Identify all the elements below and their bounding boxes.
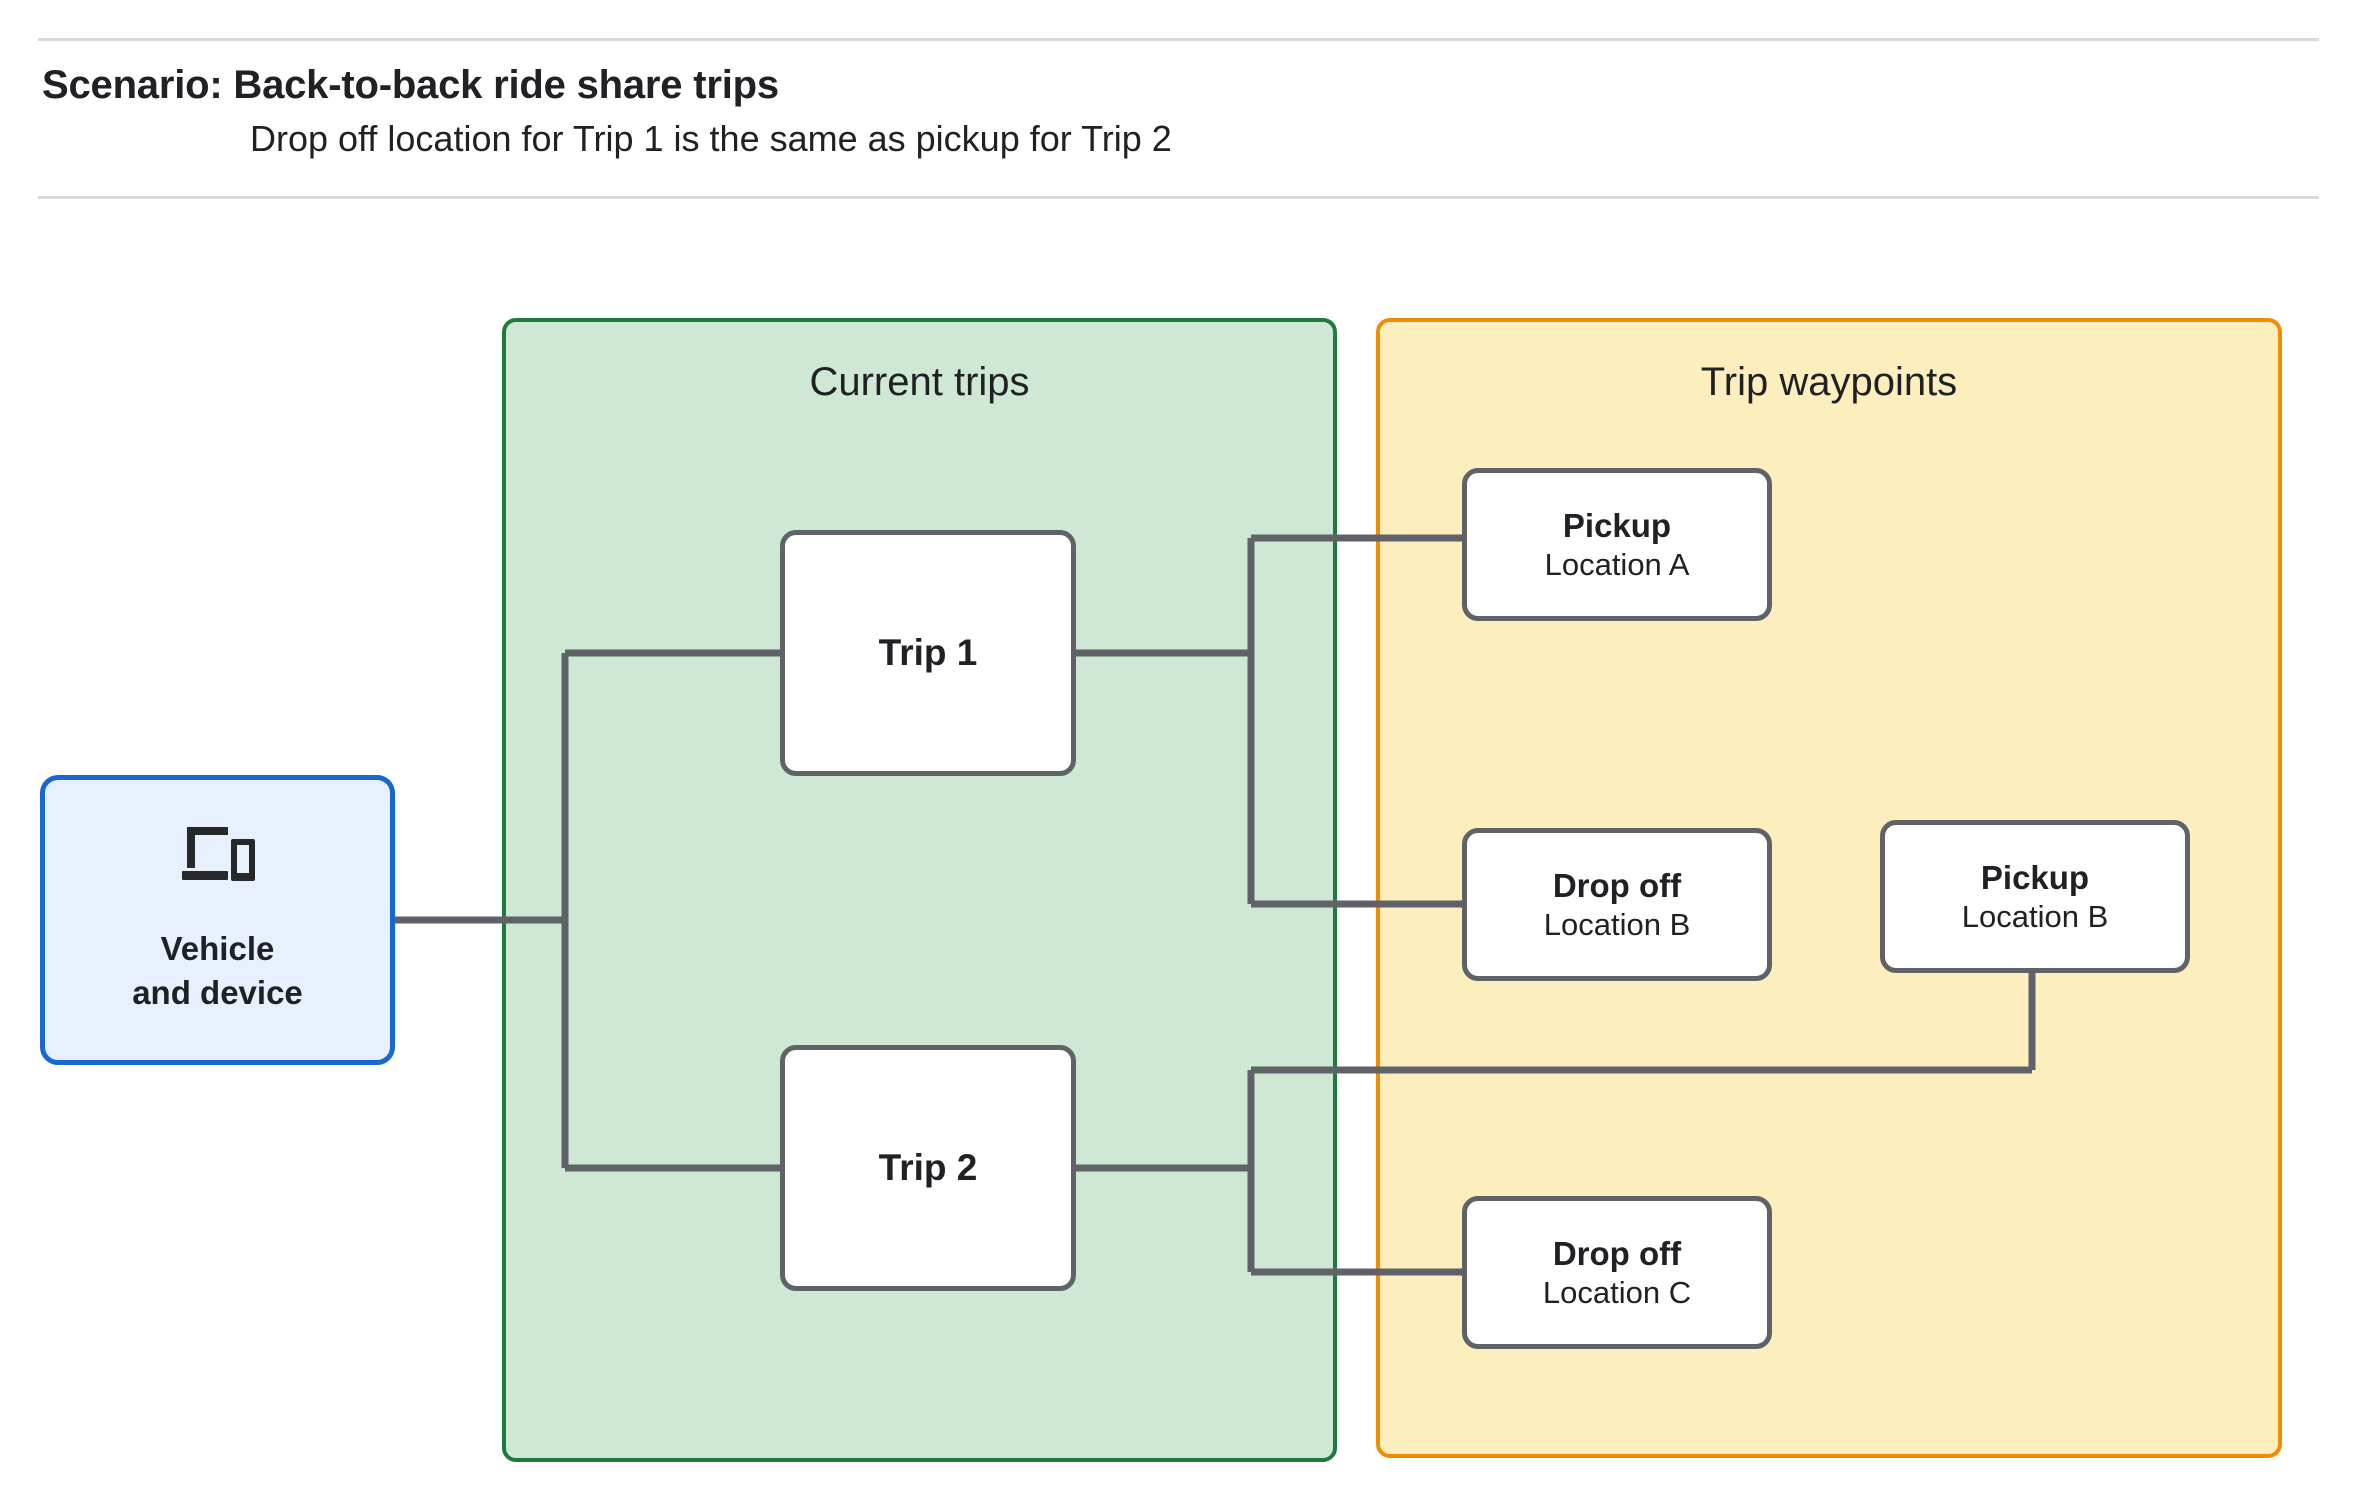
waypoint-dropoff-b-type: Drop off bbox=[1552, 866, 1682, 904]
waypoint-pickup-b-type: Pickup bbox=[1980, 858, 2090, 896]
waypoint-pickup-location-a[interactable]: Pickup Location A bbox=[1462, 468, 1772, 621]
waypoint-pickup-a-location: Location A bbox=[1544, 546, 1690, 582]
group-trip-waypoints-title: Trip waypoints bbox=[1700, 360, 1958, 404]
page-subtitle: Drop off location for Trip 1 is the same… bbox=[250, 118, 1172, 159]
trip-1-node[interactable]: Trip 1 bbox=[780, 530, 1076, 776]
vehicle-and-device-label: Vehicle and device bbox=[132, 927, 303, 1014]
trip-2-node[interactable]: Trip 2 bbox=[780, 1045, 1076, 1291]
waypoint-dropoff-location-c[interactable]: Drop off Location C bbox=[1462, 1196, 1772, 1349]
vehicle-label-line-1: Vehicle bbox=[160, 930, 275, 968]
waypoint-pickup-a-type: Pickup bbox=[1562, 506, 1672, 544]
trip-1-label: Trip 1 bbox=[878, 631, 978, 673]
header-divider-top bbox=[38, 38, 2319, 41]
waypoint-dropoff-location-b[interactable]: Drop off Location B bbox=[1462, 828, 1772, 981]
vehicle-and-device-node[interactable]: Vehicle and device bbox=[40, 775, 395, 1065]
waypoint-dropoff-b-location: Location B bbox=[1543, 906, 1691, 942]
page-title: Scenario: Back-to-back ride share trips bbox=[42, 63, 779, 107]
waypoint-dropoff-c-type: Drop off bbox=[1552, 1234, 1682, 1272]
waypoint-pickup-location-b[interactable]: Pickup Location B bbox=[1880, 820, 2190, 973]
devices-icon bbox=[181, 827, 255, 882]
vehicle-label-line-2: and device bbox=[132, 974, 303, 1011]
trip-2-label: Trip 2 bbox=[878, 1146, 978, 1188]
waypoint-dropoff-c-location: Location C bbox=[1542, 1274, 1692, 1310]
group-current-trips-title: Current trips bbox=[809, 360, 1030, 404]
waypoint-pickup-b-location: Location B bbox=[1961, 898, 2109, 934]
header-divider-bottom bbox=[38, 196, 2319, 199]
